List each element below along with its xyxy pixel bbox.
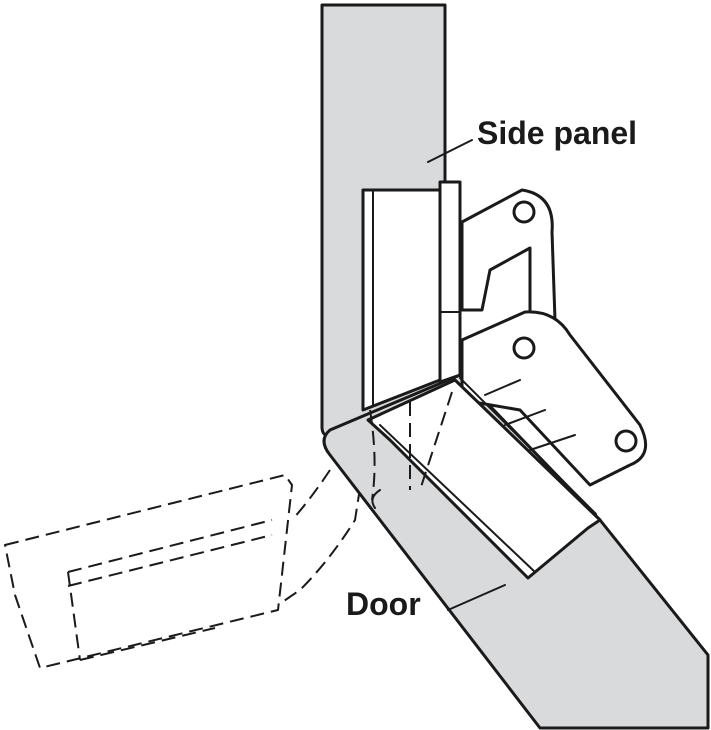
mounting-plate [361, 188, 442, 412]
middle-pivot [512, 336, 536, 360]
upper-hinge-arm [460, 188, 557, 322]
upper-pivot [512, 200, 536, 224]
door-label: Door [346, 586, 421, 622]
lower-pivot [614, 429, 638, 453]
side-panel-label: Side panel [477, 115, 637, 151]
door-hinge-cup [366, 378, 602, 580]
door-leader [447, 584, 506, 611]
lower-hinge-arm [460, 310, 648, 487]
side-panel-leader [427, 139, 473, 163]
door-open-position-outline [4, 469, 361, 669]
